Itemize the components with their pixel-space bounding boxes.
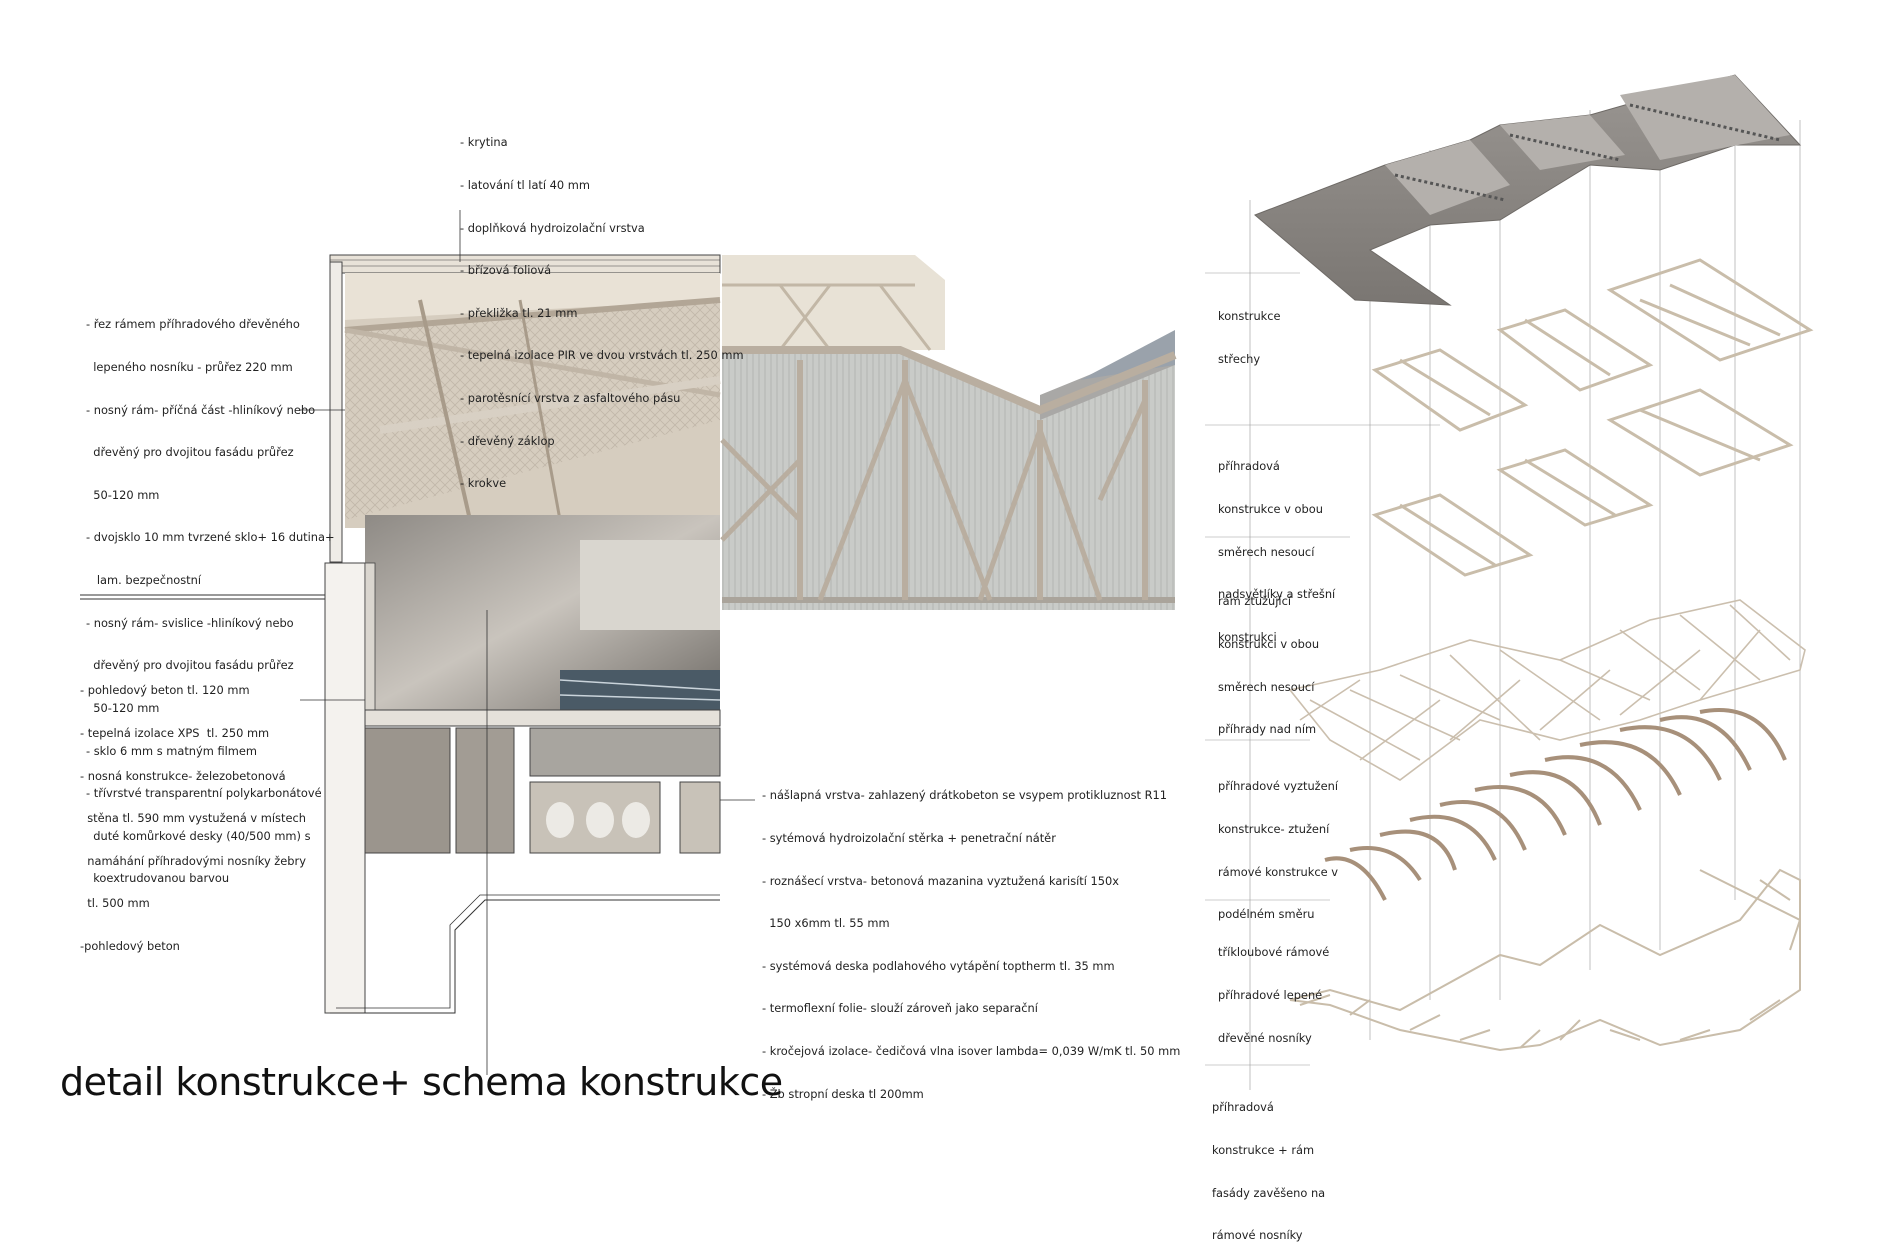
roof-layer-item: - krytina bbox=[460, 135, 508, 150]
guide-lines bbox=[1249, 75, 1801, 1090]
floor-layer-list: - nášlapná vrstva- zahlazený drátkobeton… bbox=[762, 760, 1180, 1115]
section-detail bbox=[80, 210, 755, 1075]
roof-layer-item: - parotěsnící vrstva z asfaltového pásu bbox=[460, 391, 681, 406]
label-line: konstrukci bbox=[1218, 629, 1277, 644]
axonometric-schema bbox=[1205, 74, 1814, 1090]
facade-frame bbox=[1289, 868, 1801, 1052]
wall-layer-item: - tepelná izolace XPS tl. 250 mm bbox=[80, 726, 270, 741]
roof-layer-list: - krytina - latování tl latí 40 mm - dop… bbox=[460, 107, 744, 505]
floor-layer-item: - termoflexní folie- slouží zároveň jako… bbox=[762, 1001, 1038, 1016]
wall-layer-item: tl. 500 mm bbox=[80, 896, 150, 911]
label-line: rámové nosníky bbox=[1212, 1228, 1303, 1243]
floor-layer-item: - systémová deska podlahového vytápění t… bbox=[762, 958, 1115, 973]
facade-layer-item: lepeného nosníku - průřez 220 mm bbox=[86, 360, 293, 375]
truss-grids bbox=[1371, 258, 1814, 577]
facade-layer-item: - řez rámem příhradového dřevěného bbox=[86, 317, 300, 332]
facade-layer-item: dřevěný pro dvojitou fasádu průřez bbox=[86, 658, 294, 673]
facade-layer-item: - třívrstvé transparentní polykarbonátov… bbox=[86, 786, 322, 801]
label-roof-construction: konstrukce střechy bbox=[1218, 281, 1281, 380]
label-stiffening-frame: rám ztužující konstrukci v obou směrech … bbox=[1218, 566, 1319, 751]
facade-layer-item: duté komůrkové desky (40/500 mm) s bbox=[86, 828, 311, 843]
facade-elevation bbox=[720, 255, 1177, 610]
wall-layer-item: - nosná konstrukce- železobetonová bbox=[80, 768, 286, 783]
wall-layer-list: - pohledový beton tl. 120 mm - tepelná i… bbox=[80, 655, 306, 967]
facade-layer-item: 50-120 mm bbox=[86, 700, 160, 715]
roof-layer-item: - břízová foliová bbox=[460, 263, 552, 278]
floor-layer-item: - sytémová hydroizolační stěrka + penetr… bbox=[762, 831, 1056, 846]
label-line: konstrukce v obou bbox=[1218, 502, 1323, 517]
label-line: konstrukce bbox=[1218, 309, 1281, 324]
floor-slab bbox=[364, 709, 721, 727]
facade-layer-item: - sklo 6 mm s matným filmem bbox=[86, 743, 258, 758]
facade-layer-list: - řez rámem příhradového dřevěného lepen… bbox=[86, 289, 335, 900]
wall-layer-item: - pohledový beton tl. 120 mm bbox=[80, 683, 250, 698]
label-line: dřevěné nosníky bbox=[1218, 1030, 1312, 1045]
label-line: nadsvětlíky a střešní bbox=[1218, 587, 1336, 602]
wall-layer-item: stěna tl. 590 mm vystužená v místech bbox=[80, 811, 306, 826]
label-truss-construction: příhradová konstrukce v obou směrech nes… bbox=[1218, 431, 1335, 658]
glass-facade bbox=[329, 261, 343, 563]
roof-layer-item: - doplňková hydroizolační vrstva bbox=[460, 220, 645, 235]
label-three-hinged-arches: tříkloubové rámové příhradové lepené dře… bbox=[1218, 917, 1329, 1059]
floor-layer-item: - Žb stropní deska tl 200mm bbox=[762, 1086, 924, 1101]
label-leaders bbox=[1205, 272, 1440, 1066]
label-line: příhradová bbox=[1218, 459, 1280, 474]
pool-water bbox=[560, 670, 720, 712]
polycarbonate-facade bbox=[722, 350, 1175, 610]
facade-layer-item: - nosný rám- svislice -hliníkový nebo bbox=[86, 615, 294, 630]
label-line: směrech nesoucí bbox=[1218, 679, 1315, 694]
arch-frames bbox=[1324, 708, 1787, 901]
roof-layer-item: - dřevěný záklop bbox=[460, 433, 555, 448]
label-line: tříkloubové rámové bbox=[1218, 945, 1330, 960]
facade-layer-item: koextrudovanou barvou bbox=[86, 871, 230, 886]
label-truss-bracing: příhradové vyztužení konstrukce- ztužení… bbox=[1218, 751, 1338, 936]
label-line: příhradové lepené bbox=[1218, 988, 1323, 1003]
floor-layer-item: - roznášecí vrstva- betonová mazanina vy… bbox=[762, 873, 1120, 888]
label-line: konstrukce- ztužení bbox=[1218, 822, 1330, 837]
pool-tank bbox=[529, 727, 721, 777]
facade-layer-item: lam. bezpečnostní bbox=[86, 573, 202, 588]
floor-layer-item: 150 x6mm tl. 55 mm bbox=[762, 916, 890, 931]
label-line: podélném směru bbox=[1218, 907, 1315, 922]
facade-layer-item: - nosný rám- příčná část -hliníkový nebo bbox=[86, 402, 316, 417]
label-facade-frame: příhradová konstrukce + rám fasády zavěš… bbox=[1212, 1072, 1325, 1257]
roof-layer-item: - tepelná izolace PIR ve dvou vrstvách t… bbox=[460, 348, 744, 363]
facade-layer-item: dřevěný pro dvojitou fasádu průřez bbox=[86, 445, 294, 460]
page-title: detail konstrukce+ schema konstrukce bbox=[60, 1060, 783, 1104]
label-line: směrech nesoucí bbox=[1218, 544, 1315, 559]
roof-layer-item: - překližka tl. 21 mm bbox=[460, 305, 578, 320]
basement-room-1 bbox=[364, 727, 451, 854]
label-line: rám ztužující bbox=[1218, 594, 1291, 609]
space-frame bbox=[1288, 599, 1806, 781]
label-line: příhradová bbox=[1212, 1100, 1274, 1115]
roof-layer-item: - latování tl latí 40 mm bbox=[460, 178, 590, 193]
label-line: konstrukci v obou bbox=[1218, 637, 1320, 652]
label-line: konstrukce + rám bbox=[1212, 1143, 1315, 1158]
label-line: příhradové vyztužení bbox=[1218, 779, 1339, 794]
label-line: střechy bbox=[1218, 352, 1261, 367]
label-line: příhrady nad ním bbox=[1218, 722, 1317, 737]
wall-layer-item: -pohledový beton bbox=[80, 939, 180, 954]
facade-layer-item: 50-120 mm bbox=[86, 487, 160, 502]
wall-layer-item: namáhání příhradovými nosníky žebry bbox=[80, 853, 306, 868]
label-line: rámové konstrukce v bbox=[1218, 864, 1339, 879]
roof-layer-item: - krokve bbox=[460, 476, 507, 491]
floor-layer-item: - kročejová izolace- čedičová vlna isove… bbox=[762, 1044, 1181, 1059]
concrete-wall bbox=[324, 562, 366, 1014]
facade-layer-item: - dvojsklo 10 mm tvrzené sklo+ 16 dutina… bbox=[86, 530, 335, 545]
floor-layer-item: - nášlapná vrstva- zahlazený drátkobeton… bbox=[762, 788, 1168, 803]
basement-room-2 bbox=[455, 727, 515, 854]
drawing-canvas bbox=[80, 74, 1814, 1090]
